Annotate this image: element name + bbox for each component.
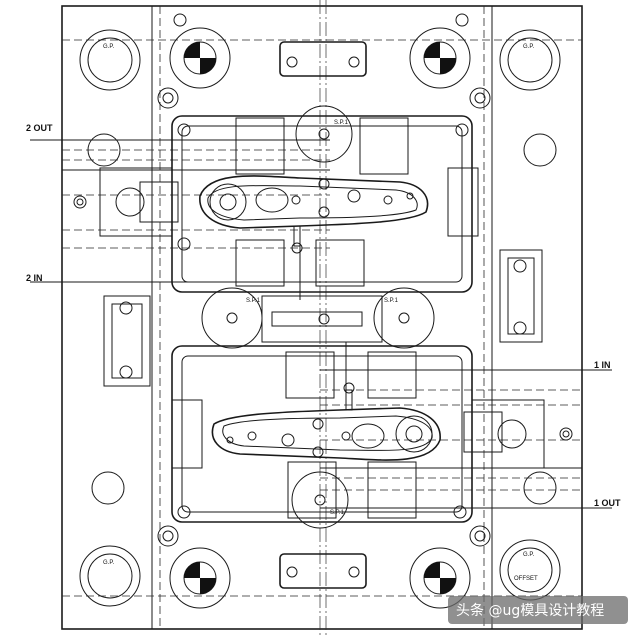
sp1-label-top: S.P.1 bbox=[334, 120, 349, 126]
clamp-blocks bbox=[279, 41, 367, 589]
label-2-out: 2 OUT bbox=[26, 123, 53, 133]
sp1-label-right: S.P.1 bbox=[384, 298, 399, 304]
gp-label-top-left: G.P. bbox=[103, 44, 115, 50]
offset-label: OFFSET bbox=[514, 576, 538, 582]
bottom-part-outline bbox=[211, 382, 441, 461]
return-pins bbox=[169, 27, 471, 609]
label-1-out: 1 OUT bbox=[594, 498, 621, 508]
support-pillars: S.P.1 S.P.1 S.P.1 S.P.1 bbox=[201, 105, 435, 529]
label-2-in: 2 IN bbox=[26, 273, 43, 283]
bottom-cavity-insert bbox=[171, 345, 573, 523]
side-blocks bbox=[87, 133, 557, 505]
mold-plate bbox=[61, 0, 583, 635]
cooling-lines-right bbox=[320, 369, 612, 509]
gp-label-bottom-left: G.P. bbox=[103, 560, 115, 566]
sp1-label-left: S.P.1 bbox=[246, 298, 261, 304]
watermark-text: 头条 @ug模具设计教程 bbox=[456, 602, 604, 619]
cooling-lines-left bbox=[30, 139, 330, 283]
sp1-label-bottom: S.P.1 bbox=[330, 510, 345, 516]
fasteners bbox=[119, 13, 527, 547]
watermark: 头条 @ug模具设计教程 bbox=[448, 596, 628, 624]
gp-label-top-right: G.P. bbox=[523, 44, 535, 50]
label-1-in: 1 IN bbox=[594, 360, 611, 370]
top-cavity-insert bbox=[73, 115, 479, 293]
top-part-outline bbox=[199, 175, 429, 254]
gp-label-bottom-right: G.P. bbox=[523, 552, 535, 558]
